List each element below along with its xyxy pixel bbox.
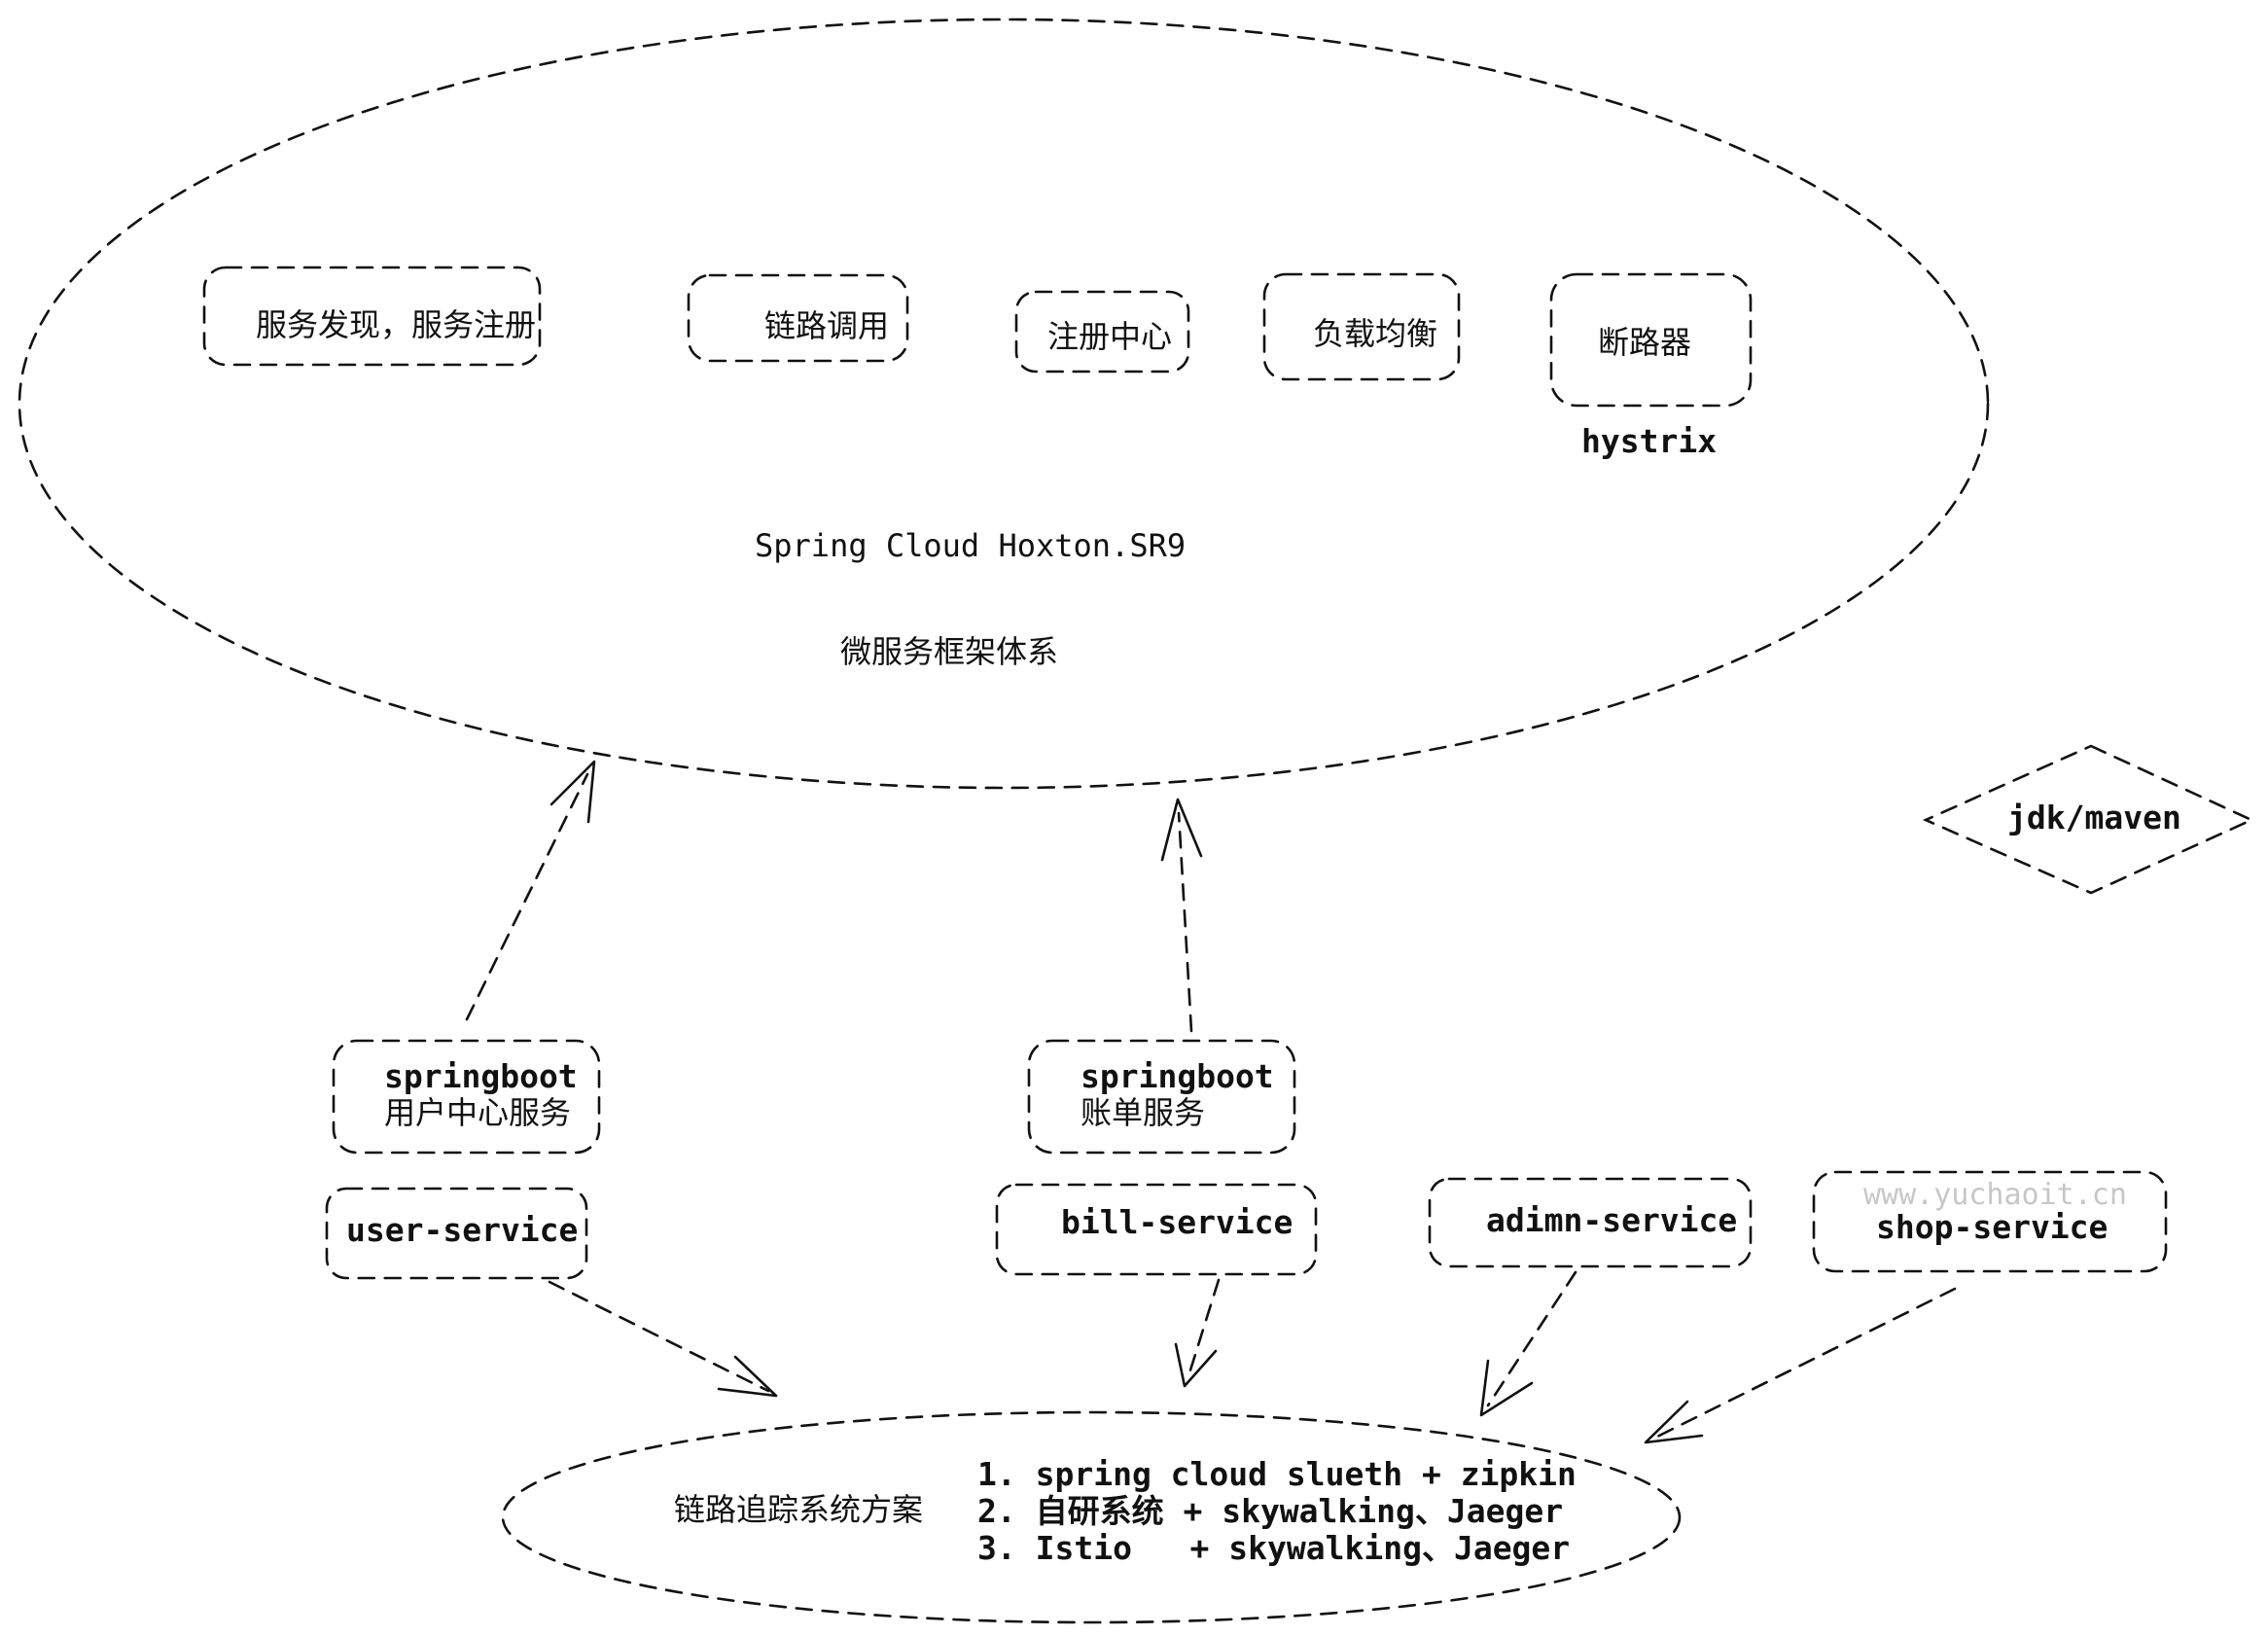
component-label: 注册中心 xyxy=(1047,318,1172,355)
framework-subtitle: 微服务框架体系 xyxy=(840,633,1058,670)
service-admin: adimn-service xyxy=(1428,1177,1753,1268)
service-label: adimn-service xyxy=(1486,1201,1737,1239)
arrow-user-service-to-tracing xyxy=(548,1280,778,1398)
arrow-user-app-to-framework xyxy=(465,760,596,1021)
app-line2: 账单服务 xyxy=(1081,1094,1205,1131)
component-label: 链路调用 xyxy=(764,307,889,344)
service-label: user-service xyxy=(346,1211,578,1249)
service-shop: www.yuchaoit.cn shop-service xyxy=(1812,1170,2168,1273)
tracing-ellipse xyxy=(501,1410,1682,1624)
component-registry: 注册中心 xyxy=(1014,290,1190,373)
component-sublabel: hystrix xyxy=(1581,422,1717,460)
component-service-discovery: 服务发现，服务注册 xyxy=(202,266,542,367)
component-label: 断路器 xyxy=(1598,324,1691,361)
arrow-admin-service-to-tracing xyxy=(1479,1270,1577,1417)
component-trace-call: 链路调用 xyxy=(687,273,909,363)
tracing-option: 3. Istio + skywalking、Jaeger xyxy=(977,1529,1570,1567)
service-label: bill-service xyxy=(1061,1203,1293,1241)
service-bill: bill-service xyxy=(995,1183,1318,1276)
tracing-option: 1. spring cloud slueth + zipkin xyxy=(977,1455,1577,1493)
tracing-title: 链路追踪系统方案 xyxy=(674,1491,923,1528)
arrow-shop-service-to-tracing xyxy=(1644,1287,1957,1444)
watermark: www.yuchaoit.cn xyxy=(1863,1178,2127,1212)
service-user: user-service xyxy=(325,1187,588,1280)
framework-title: Spring Cloud Hoxton.SR9 xyxy=(755,527,1186,564)
app-billing: springboot 账单服务 xyxy=(1027,1039,1296,1155)
arrow-bill-service-to-tracing xyxy=(1174,1278,1221,1388)
component-label: 服务发现，服务注册 xyxy=(256,306,536,343)
component-circuit-breaker: 断路器 hystrix xyxy=(1549,272,1753,460)
framework-ellipse xyxy=(18,18,1990,790)
env-diamond: jdk/maven xyxy=(1922,744,2255,895)
app-line1: springboot xyxy=(384,1057,578,1095)
app-line2: 用户中心服务 xyxy=(384,1094,571,1131)
service-label: shop-service xyxy=(1876,1208,2108,1246)
component-load-balancer: 负载均衡 xyxy=(1262,272,1461,381)
env-label: jdk/maven xyxy=(2007,799,2181,836)
tracing-option: 2. 自研系统 + skywalking、Jaeger xyxy=(977,1492,1563,1530)
component-label: 负载均衡 xyxy=(1313,315,1437,352)
app-user-center: springboot 用户中心服务 xyxy=(332,1039,601,1155)
app-line1: springboot xyxy=(1081,1057,1274,1095)
arrow-bill-app-to-framework xyxy=(1160,798,1203,1033)
